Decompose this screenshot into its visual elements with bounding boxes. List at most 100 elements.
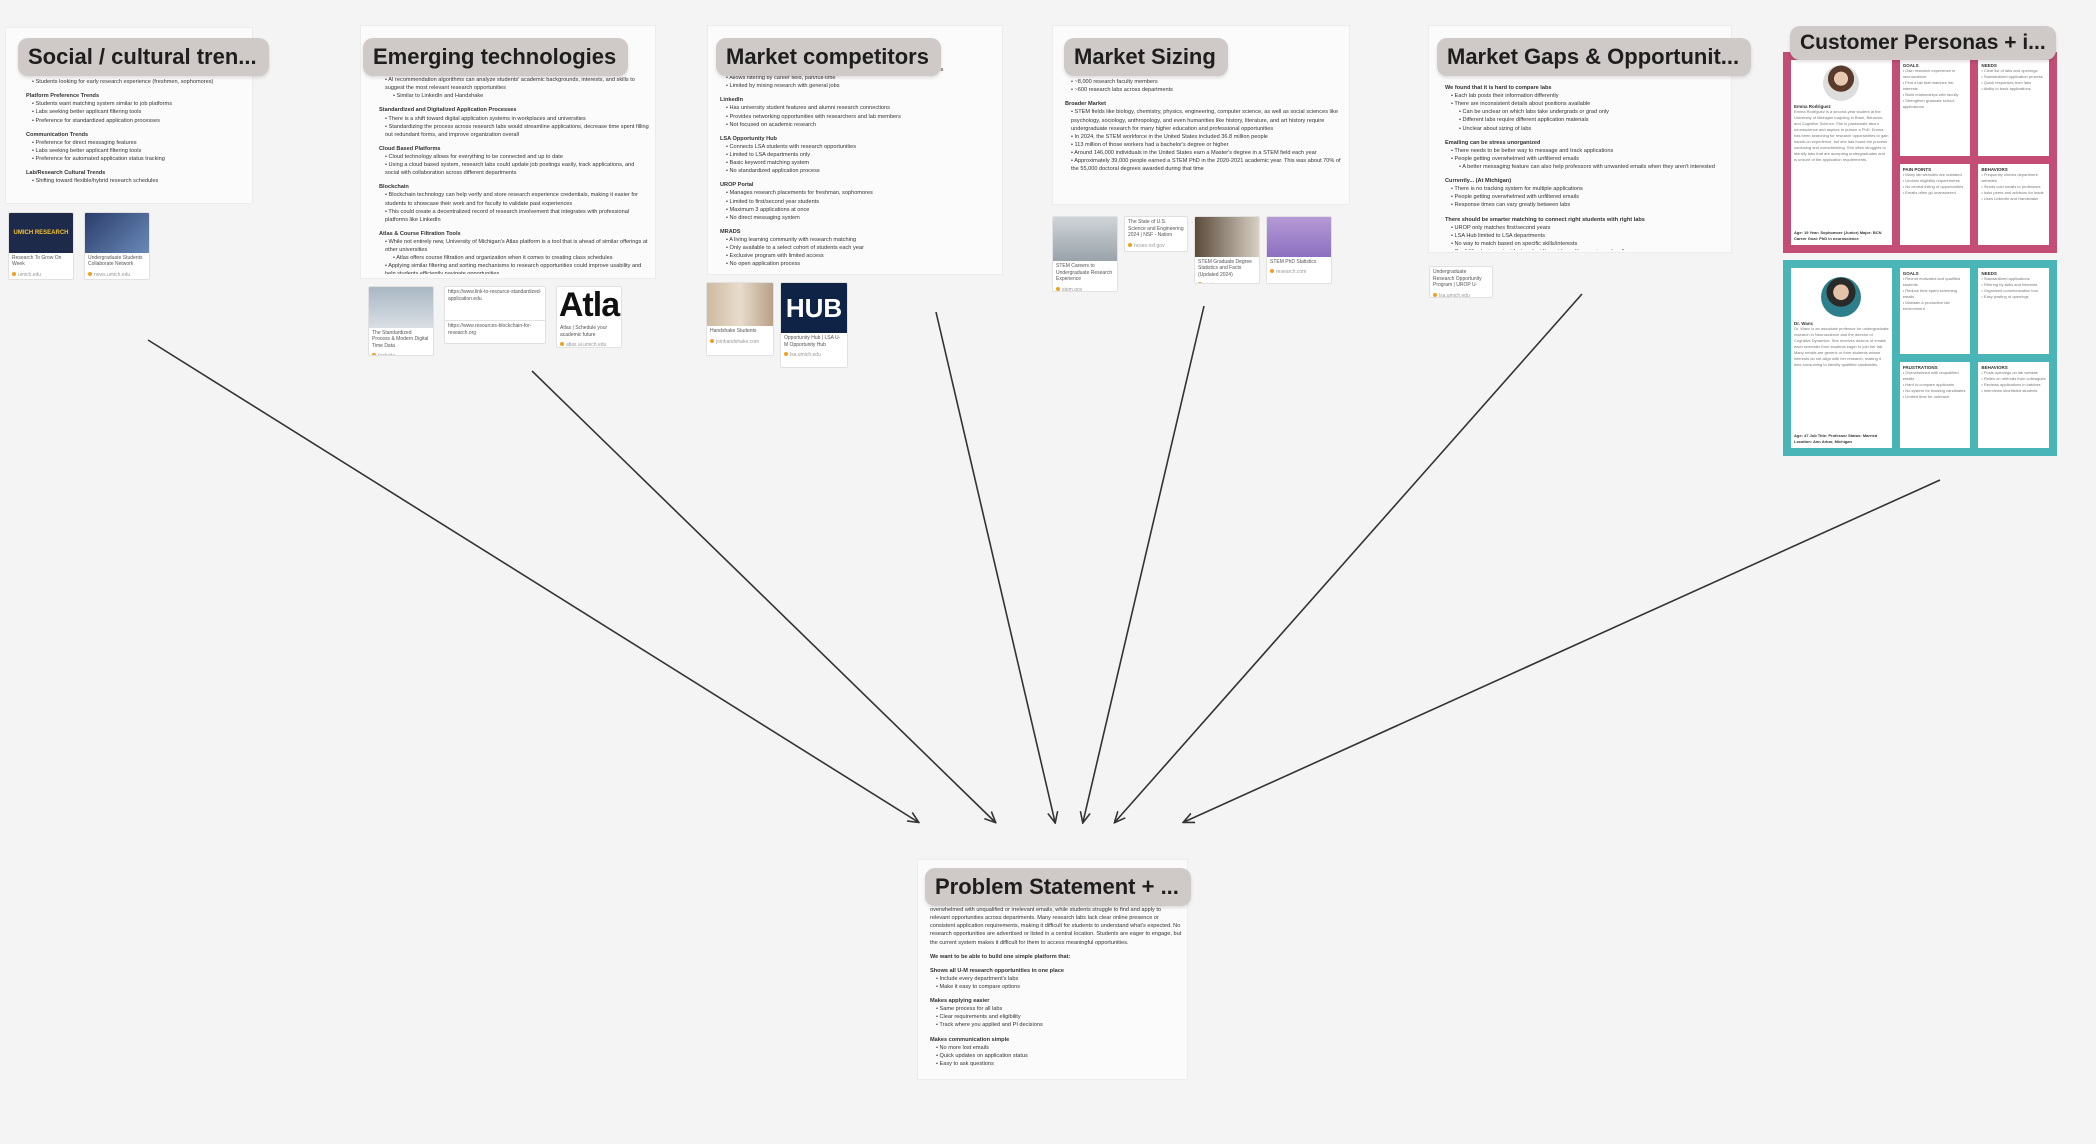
content-line: • There is a shift toward digital applic… <box>385 115 586 122</box>
section-title[interactable]: Market competitors <box>716 38 941 76</box>
link-card-caption: Undergraduate Students Collaborate Netwo… <box>88 254 143 268</box>
link-card[interactable]: Undergraduate Students Collaborate Netwo… <box>84 212 150 280</box>
content-line: • No more lost emails <box>936 1044 989 1051</box>
content-line: • Preference for direct messaging featur… <box>32 139 137 146</box>
content-line: • Preference for automated application s… <box>32 155 165 162</box>
persona-profile: Dr. Wanc Dr. Wanc is an associate profes… <box>1789 266 1894 450</box>
content-line: • Shifting toward flexible/hybrid resear… <box>32 178 159 185</box>
link-card-source: joinhandshake.com <box>707 337 773 348</box>
section-market-sizing[interactable]: • ~34,000 undergraduate students• ~8,000… <box>1053 26 1349 204</box>
content-line: • ~600 research labs across departments <box>1071 87 1173 94</box>
content-line: • Preference for standardized applicatio… <box>32 117 160 124</box>
content-line: • Students want matching system similar … <box>32 101 172 108</box>
favicon-icon <box>12 271 16 276</box>
persona-card-dr-wanc[interactable]: Dr. Wanc Dr. Wanc is an associate profes… <box>1783 260 2057 456</box>
favicon-icon <box>1433 292 1437 297</box>
link-card[interactable]: STEM Graduate Degree Statistics and Fact… <box>1194 216 1260 284</box>
persona-goals: GOALS• Recruit motivated and qualified s… <box>1897 266 1973 356</box>
link-card[interactable]: Undergraduate Research Opportunity Progr… <box>1429 266 1493 298</box>
persona-meta: Age: 19 Year: Sophomore (Junior) Major: … <box>1794 230 1889 242</box>
persona-behaviors: BEHAVIORS• Posts openings on lab website… <box>1976 360 2051 450</box>
content-heading: There should be smarter matching to conn… <box>1445 216 1645 223</box>
section-content: • AI has greatly enhanced recruitment pl… <box>379 68 649 274</box>
content-heading: Makes communication simple <box>930 1036 1010 1043</box>
link-card-source: atlas.ai.umich.edu <box>557 340 621 348</box>
link-card[interactable]: The State of U.S. Science and Engineerin… <box>1124 216 1188 252</box>
arrow-sizing-to-problem <box>1083 305 1205 822</box>
section-title[interactable]: Social / cultural tren... <box>18 38 269 76</box>
section-title[interactable]: Market Gaps & Opportunit... <box>1437 38 1752 76</box>
link-card-thumbnail <box>1195 217 1259 257</box>
content-line: • Allows filtering by career field, part… <box>726 75 836 82</box>
section-title[interactable]: Customer Personas + i... <box>1790 26 2056 60</box>
persona-pain-points: PAIN POINTS• Many lab websites are outda… <box>1897 161 1973 247</box>
link-card-source-text: lsa.umich.edu <box>1439 292 1470 298</box>
content-line: • Make it easy to compare options <box>936 983 1021 990</box>
section-title[interactable]: Emerging technologies <box>363 38 629 76</box>
persona-meta: Age: 47 Job Title: Professor Status: Mar… <box>1794 433 1889 445</box>
content-line: • Not focused on academic research <box>726 121 816 128</box>
content-line: • Labs seeking better applicant filterin… <box>32 147 142 154</box>
content-line: • Clear requirements and eligibility <box>936 1014 1021 1021</box>
content-line: • Provides networking opportunities with… <box>726 113 901 120</box>
link-card-caption: Undergraduate Research Opportunity Progr… <box>1433 269 1482 288</box>
arrow-competitors-to-problem <box>935 311 1055 822</box>
content-line: • No direct messaging system <box>726 214 800 221</box>
content-line: • There are inconsistent details about p… <box>1451 101 1591 108</box>
content-heading: Cloud Based Platforms <box>379 145 441 152</box>
link-card-caption: The Standardized Process & Modern Digita… <box>372 329 429 349</box>
section-title[interactable]: Problem Statement + ... <box>925 868 1191 906</box>
content-line: • LSA Hub limited to LSA departments <box>1451 232 1545 239</box>
content-heading: Platform Preference Trends <box>26 93 100 100</box>
content-line: • Atlas offers course filtration and org… <box>393 255 613 262</box>
link-card-caption: STEM Careers to Undergraduate Research E… <box>1056 263 1113 283</box>
link-card-source: research.com <box>1267 267 1331 278</box>
content-line: • Approximately 39,000 people earned a S… <box>1071 158 1341 173</box>
favicon-icon <box>1128 242 1132 247</box>
content-line: • There is no tracking system for multip… <box>1451 186 1583 193</box>
persona-avatar <box>1823 65 1860 101</box>
link-card[interactable]: The Standardized Process & Modern Digita… <box>368 286 434 356</box>
link-card[interactable]: STEM Careers to Undergraduate Research E… <box>1052 216 1118 292</box>
link-card-thumb-text: Atla <box>558 286 620 324</box>
link-card-thumbnail: HUB <box>781 283 847 334</box>
link-card[interactable]: https://www.resources-blockchain-for-res… <box>444 320 546 344</box>
link-card-source: lsa.umich.edu <box>1430 291 1492 298</box>
persona-card-emma[interactable]: Emma Rodriguez Emma Rodriguez is a secon… <box>1783 52 2057 253</box>
arrow-personas-to-problem <box>1184 479 1941 822</box>
persona-needs: NEEDS• Standardized applications• Filter… <box>1976 266 2051 356</box>
content-heading: Communication Trends <box>26 131 89 138</box>
content-line: • Include every department's labs <box>936 975 1019 982</box>
section-title[interactable]: Market Sizing <box>1064 38 1228 76</box>
link-card-thumbnail: Atla <box>557 286 621 324</box>
link-card-caption: The State of U.S. Science and Engineerin… <box>1128 219 1184 238</box>
content-line: • Manages research placements for freshm… <box>726 190 873 197</box>
favicon-icon <box>88 271 92 276</box>
link-card-source-text: atlas.ai.umich.edu <box>566 342 607 348</box>
link-card-source: ncses.nsf.gov <box>1125 241 1187 252</box>
persona-goals: GOALS• Gain research experience in neuro… <box>1897 58 1973 158</box>
persona-needs: NEEDS• Clear list of labs and openings• … <box>1976 58 2051 158</box>
section-content: • applications, internships, resume• Stu… <box>26 70 246 200</box>
link-card-caption: STEM Graduate Degree Statistics and Fact… <box>1198 258 1252 278</box>
link-card-thumbnail <box>369 287 433 328</box>
link-card-source-text: research.com <box>1276 269 1307 276</box>
link-card[interactable]: https://www.link-to-resource-standardize… <box>444 286 546 322</box>
content-heading: We found that it is hard to compare labs <box>1445 85 1552 91</box>
content-line: • Cloud technology allows for everything… <box>385 153 563 160</box>
content-line: • Standardizing the process across resea… <box>385 123 649 138</box>
content-line: • Limited by mixing research with genera… <box>726 83 840 90</box>
content-line: • Can't filter by important factors (pai… <box>1445 248 1727 250</box>
content-line: • Maximum 3 applications at once <box>726 206 810 213</box>
content-heading: LSA Opportunity Hub <box>720 135 777 142</box>
content-line: • No open application process <box>726 261 801 268</box>
content-line: • Unclear about sizing of labs <box>1459 125 1532 132</box>
arrow-social-to-problem <box>147 339 918 822</box>
arrow-gaps-to-problem <box>1115 293 1583 822</box>
content-heading: Blockchain <box>379 184 409 191</box>
